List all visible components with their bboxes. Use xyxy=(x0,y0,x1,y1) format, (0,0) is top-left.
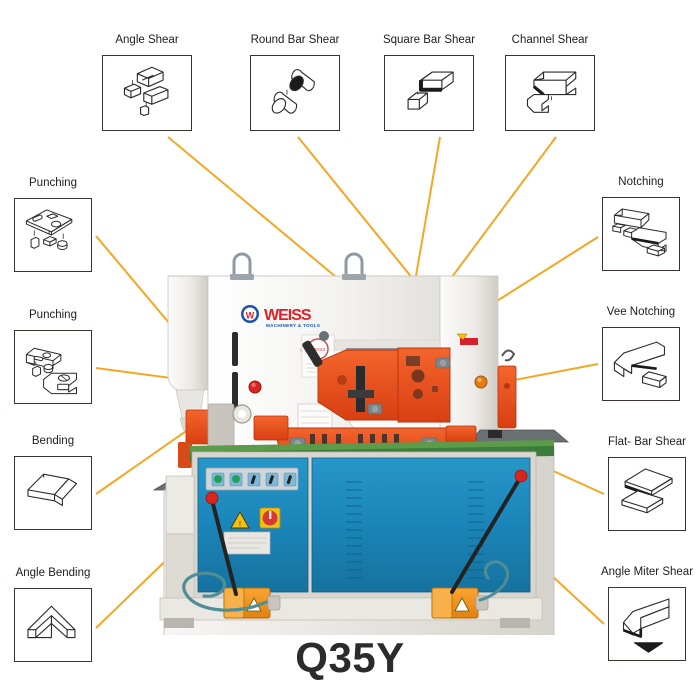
punching-plate-icon xyxy=(25,209,73,251)
callout-label-punching-channel: Punching xyxy=(29,309,77,321)
angle-shear-icon xyxy=(123,66,169,117)
svg-text:W: W xyxy=(246,311,255,321)
foot-pedal-right xyxy=(431,587,489,619)
callout-label-angle-shear: Angle Shear xyxy=(115,34,179,46)
hose-right xyxy=(478,560,509,602)
svg-text:!: ! xyxy=(239,521,241,528)
square-bar-shear-icon xyxy=(407,71,454,110)
callout-icon-frame-angle-shear xyxy=(102,55,192,131)
callout-icon-frame-notching xyxy=(602,197,680,271)
callout-label-vee-notching: Vee Notching xyxy=(606,306,676,318)
callout-icon-frame-bending xyxy=(14,456,92,530)
angle-miter-shear-icon xyxy=(622,598,670,653)
callout-icon-frame-flat-bar-shear xyxy=(608,457,686,531)
punching-channel-icon xyxy=(25,347,77,395)
control-buttons xyxy=(211,472,297,487)
channel-shear-icon xyxy=(526,71,577,113)
callout-icon-frame-angle-bending xyxy=(14,588,92,662)
lever-left xyxy=(205,491,238,596)
svg-text:WEISS: WEISS xyxy=(311,347,326,352)
callout-label-bending: Bending xyxy=(31,435,75,447)
hose-left xyxy=(182,571,268,612)
callout-icon-frame-punching-channel xyxy=(14,330,92,404)
svg-text:MACHINERY & TOOLS: MACHINERY & TOOLS xyxy=(266,323,320,328)
bending-icon xyxy=(27,473,78,507)
callout-icon-frame-vee-notching xyxy=(602,327,680,401)
round-bar-shear-icon xyxy=(271,69,315,114)
callout-label-angle-miter-shear: Angle Miter Shear xyxy=(600,566,694,578)
callout-icon-frame-round-bar-shear xyxy=(250,55,340,131)
notching-icon xyxy=(612,208,667,257)
callout-label-round-bar-shear: Round Bar Shear xyxy=(250,34,340,46)
callout-label-square-bar-shear: Square Bar Shear xyxy=(382,34,476,46)
flat-bar-shear-icon xyxy=(621,468,673,514)
ironworker-machine-photo: W WEISS MACHINERY & TOOLS WEISS xyxy=(150,190,570,635)
callout-icon-frame-punching-plate xyxy=(14,198,92,272)
callout-label-notching: Notching xyxy=(618,176,664,188)
callout-icon-frame-angle-miter-shear xyxy=(608,587,686,661)
callout-icon-frame-channel-shear xyxy=(505,55,595,131)
callout-icon-frame-square-bar-shear xyxy=(384,55,474,131)
brand-logo: W WEISS MACHINERY & TOOLS xyxy=(241,305,320,328)
callout-label-channel-shear: Channel Shear xyxy=(511,34,589,46)
svg-text:WEISS: WEISS xyxy=(264,307,312,324)
model-title: Q35Y xyxy=(295,634,405,681)
lever-right xyxy=(450,469,528,594)
callout-label-angle-bending: Angle Bending xyxy=(15,567,91,579)
callout-label-flat-bar-shear: Flat- Bar Shear xyxy=(608,436,686,448)
vee-notching-icon xyxy=(613,341,667,389)
callout-label-punching-plate: Punching xyxy=(29,177,77,189)
angle-bending-icon xyxy=(27,605,76,639)
